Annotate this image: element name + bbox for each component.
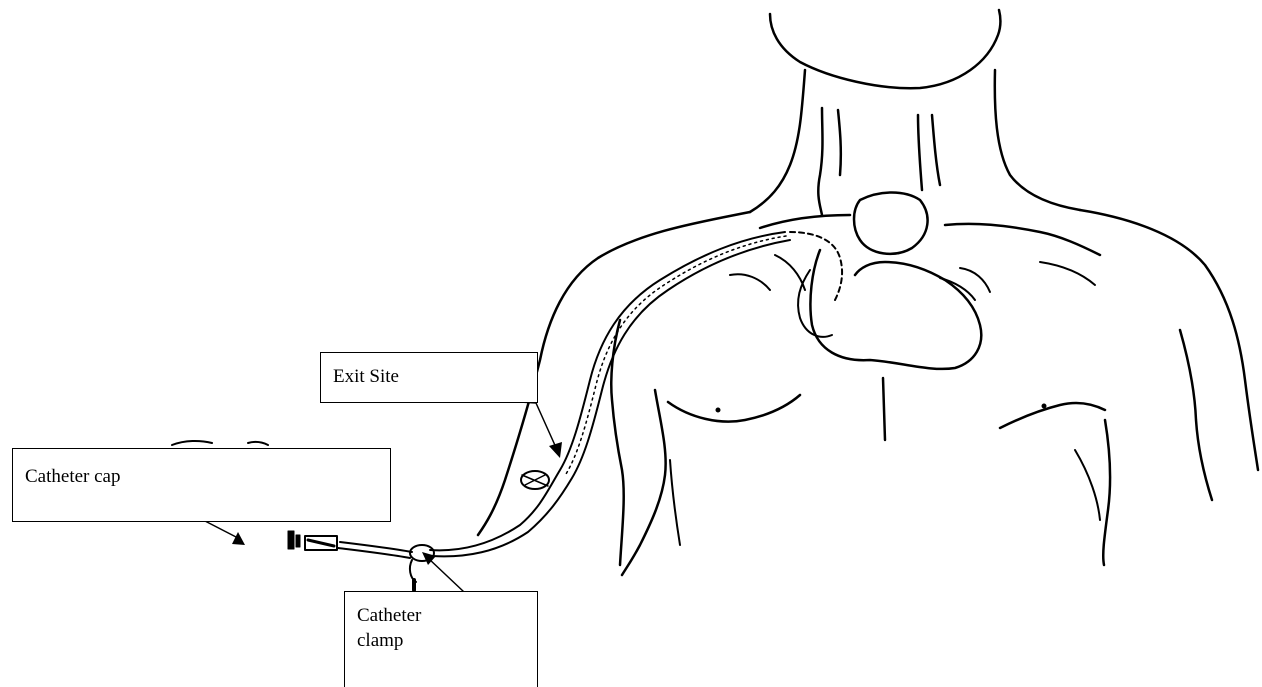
neck-right <box>995 70 1080 210</box>
catheter-clamp-leader <box>428 558 464 592</box>
catheter-clamp-label-box: Catheter clamp <box>344 591 538 687</box>
heart-vessel-left-2 <box>730 274 770 290</box>
catheter-cap-leader <box>205 521 238 538</box>
torso-right-lower <box>1075 450 1100 520</box>
torso-left-side <box>622 390 666 575</box>
cuff-detail <box>522 475 548 486</box>
left-jugular-vein <box>818 108 822 215</box>
brachio-left <box>760 215 850 228</box>
left-carotid <box>838 110 841 175</box>
connector-hatch <box>308 540 334 546</box>
stray-mark <box>172 441 268 445</box>
catheter-cap-ridge <box>296 535 300 547</box>
catheter-clamp-label: Catheter clamp <box>357 604 537 653</box>
heart-atrium <box>798 270 832 337</box>
torso-left-lower <box>670 460 680 545</box>
chest-right-line <box>1000 403 1105 428</box>
catheter-cap-arrowhead <box>232 532 245 545</box>
chest-left-line <box>668 395 800 422</box>
right-branch-vessel <box>1040 262 1095 285</box>
exit-site-arrowhead <box>549 442 562 458</box>
sternum-line <box>883 378 885 440</box>
exit-site-label: Exit Site <box>333 365 537 390</box>
catheter-cap-shape <box>288 531 294 549</box>
brachio-right <box>945 224 1100 255</box>
heart-outline <box>810 250 981 369</box>
left-nipple <box>716 408 720 412</box>
heart-vessel-left <box>775 255 805 290</box>
catheter-cap-label-box: Catheter cap <box>12 448 391 522</box>
right-carotid <box>932 115 940 185</box>
catheter-cap-label: Catheter cap <box>25 465 390 490</box>
aorta-top <box>854 193 928 254</box>
torso-right-side <box>1103 420 1110 565</box>
right-arm-inner <box>1180 330 1212 500</box>
right-jugular-vein <box>918 115 922 190</box>
exit-site-label-box: Exit Site <box>320 352 538 403</box>
right-nipple <box>1042 404 1046 408</box>
neck-left <box>750 70 805 212</box>
